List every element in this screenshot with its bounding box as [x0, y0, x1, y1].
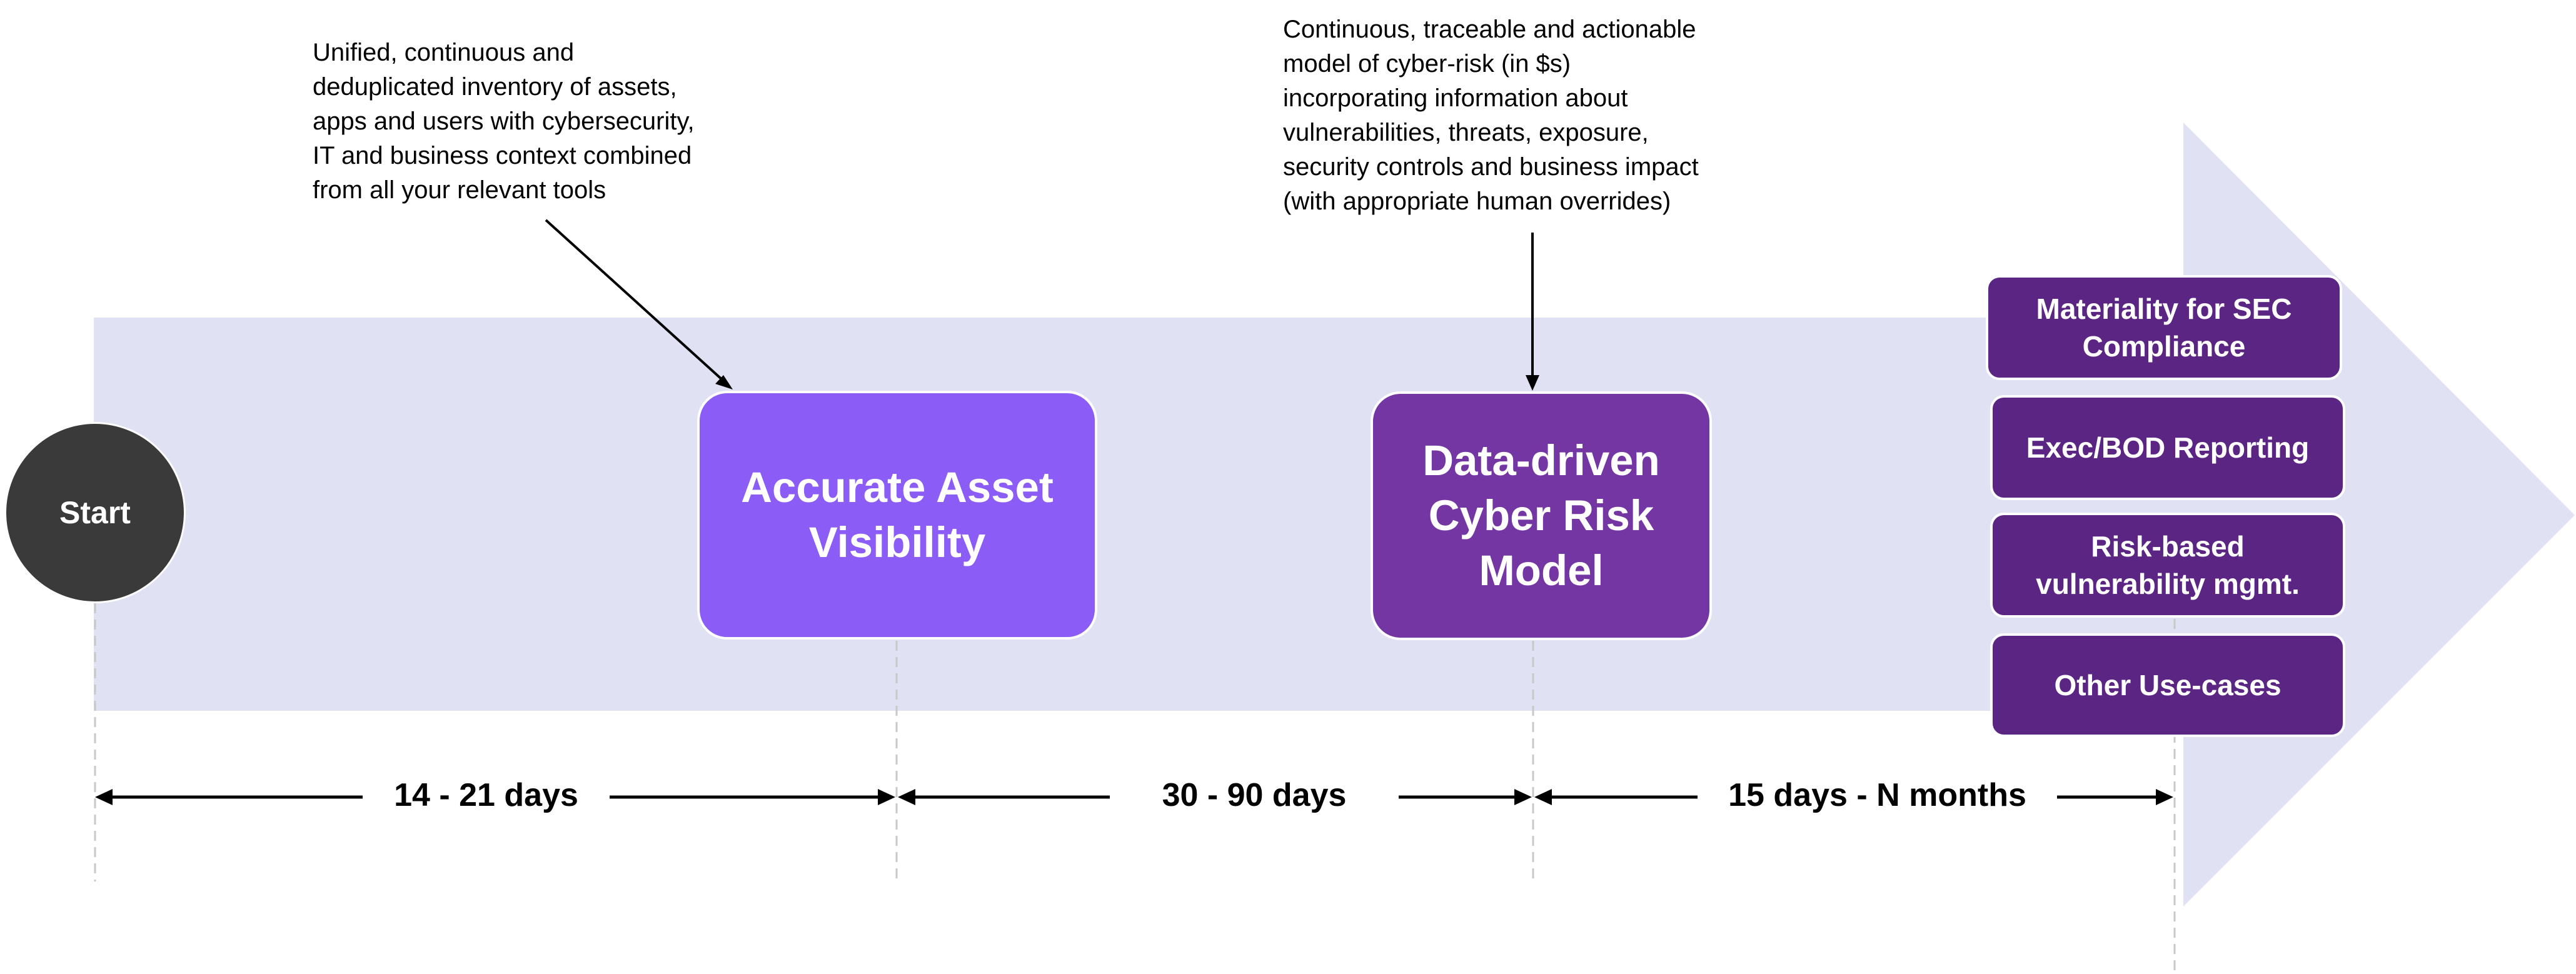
stage-accurate-asset-visibility: Accurate Asset Visibility — [697, 391, 1097, 640]
use-case-label-line: Materiality for SEC — [2036, 293, 2292, 325]
callout-arrow-asset — [545, 219, 733, 389]
note-line: model of cyber-risk (in $s) — [1283, 50, 1571, 78]
stage-label-line: Data-driven — [1422, 436, 1660, 484]
use-case-label-line: Compliance — [2082, 330, 2246, 363]
risk-model-note: Continuous, traceable and actionable mod… — [1283, 13, 1699, 219]
duration-label-use-cases: 15 days - N months — [1728, 777, 2026, 813]
note-line: IT and business context combined — [313, 142, 692, 169]
note-line: incorporating information about — [1283, 84, 1628, 112]
stage-label-line: Cyber Risk — [1428, 491, 1654, 540]
asset-inventory-note: Unified, continuous and deduplicated inv… — [313, 36, 695, 208]
note-line: from all your relevant tools — [313, 176, 606, 204]
stage-label-line: Model — [1479, 546, 1604, 595]
use-case-label-line: Other Use-cases — [2054, 669, 2282, 701]
note-line: deduplicated inventory of assets, — [313, 73, 677, 101]
duration-arrow-1 — [95, 789, 895, 805]
stage-label-line: Accurate Asset — [741, 463, 1054, 511]
note-line: (with appropriate human overrides) — [1283, 188, 1671, 215]
note-line: Unified, continuous and — [313, 39, 575, 66]
use-case-label-line: vulnerability mgmt. — [2036, 568, 2300, 600]
start-node: Start — [4, 422, 186, 603]
timeline-band-arrow — [94, 123, 2575, 906]
use-case-other: Other Use-cases — [1990, 633, 2345, 737]
note-line: apps and users with cybersecurity, — [313, 108, 695, 135]
duration-arrow-3 — [1534, 789, 2173, 805]
use-case-label-line: Risk-based — [2091, 530, 2245, 563]
stage-cyber-risk-model: Data-driven Cyber Risk Model — [1371, 391, 1712, 640]
note-line: security controls and business impact — [1283, 153, 1699, 181]
note-line: vulnerabilities, threats, exposure, — [1283, 119, 1649, 146]
use-case-risk-based-vuln-mgmt: Risk-based vulnerability mgmt. — [1990, 513, 2345, 618]
use-case-exec-bod-reporting: Exec/BOD Reporting — [1990, 395, 2345, 500]
duration-label-asset-visibility: 14 - 21 days — [394, 777, 578, 813]
duration-arrow-2 — [898, 789, 1532, 805]
use-case-sec-materiality: Materiality for SEC Compliance — [1986, 275, 2342, 380]
note-line: Continuous, traceable and actionable — [1283, 16, 1696, 43]
callout-arrow-risk — [1526, 233, 1539, 391]
use-case-label-line: Exec/BOD Reporting — [2026, 431, 2310, 464]
duration-label-risk-model: 30 - 90 days — [1162, 777, 1347, 813]
start-label: Start — [59, 495, 131, 530]
stage-label-line: Visibility — [808, 518, 986, 566]
